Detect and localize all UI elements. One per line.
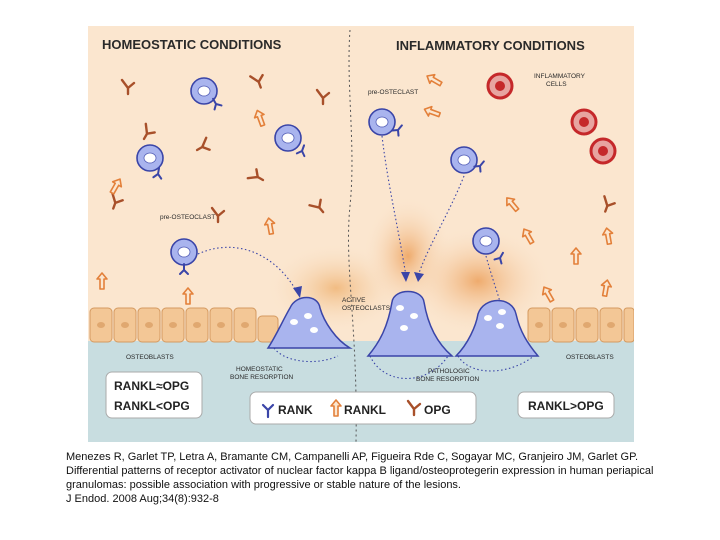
legend-rank-label: RANK (278, 403, 313, 417)
pre-osteoclast-cell (473, 228, 499, 254)
label-active-1: ACTIVE (342, 297, 366, 304)
osteoblasts-right-row (528, 308, 634, 342)
inflammatory-cell (572, 110, 596, 134)
citation-text: Menezes R, Garlet TP, Letra A, Bramante … (66, 450, 686, 492)
label-osteoblasts-right: OSTEOBLASTS (566, 354, 614, 361)
inflammatory-cell (488, 74, 512, 98)
label-homeostatic-1: HOMEOSTATIC (236, 366, 283, 373)
pre-osteoclast-cell (171, 239, 197, 265)
ratio-left-2: RANKL<OPG (114, 399, 190, 413)
label-pre-osteoclast-left: pre-OSTEOCLAST (160, 214, 215, 221)
legend-rankl-label: RANKL (344, 403, 386, 417)
pre-osteoclast-cell (369, 109, 395, 135)
pre-osteoclast-cell (275, 125, 301, 151)
diagram-figure: HOMEOSTATIC CONDITIONS INFLAMMATORY COND… (88, 26, 634, 442)
label-homeostatic-2: BONE RESORPTION (230, 374, 294, 381)
left-title: HOMEOSTATIC CONDITIONS (102, 37, 282, 52)
label-active-2: OSTEOCLASTS (342, 305, 391, 312)
osteoblasts-left-row (90, 308, 278, 342)
label-osteoblasts-left: OSTEOBLASTS (126, 354, 174, 361)
label-pre-osteoclast-top: pre-OSTECLAST (368, 89, 418, 96)
label-pathologic-1: PATHOLOGIC (428, 368, 470, 375)
label-inflammatory-1: INFLAMMATORY (534, 73, 586, 80)
citation: Menezes R, Garlet TP, Letra A, Bramante … (66, 450, 686, 506)
pre-osteoclast-cell (451, 147, 477, 173)
inflammatory-cell (591, 139, 615, 163)
label-inflammatory-2: CELLS (546, 81, 567, 88)
legend-opg-label: OPG (424, 403, 451, 417)
label-pathologic-2: BONE RESORPTION (416, 376, 480, 383)
right-title: INFLAMMATORY CONDITIONS (396, 38, 585, 53)
ratio-right: RANKL>OPG (528, 399, 604, 413)
ratio-left-1: RANKL≈OPG (114, 379, 189, 393)
citation-journal: J Endod. 2008 Aug;34(8):932-8 (66, 492, 686, 506)
